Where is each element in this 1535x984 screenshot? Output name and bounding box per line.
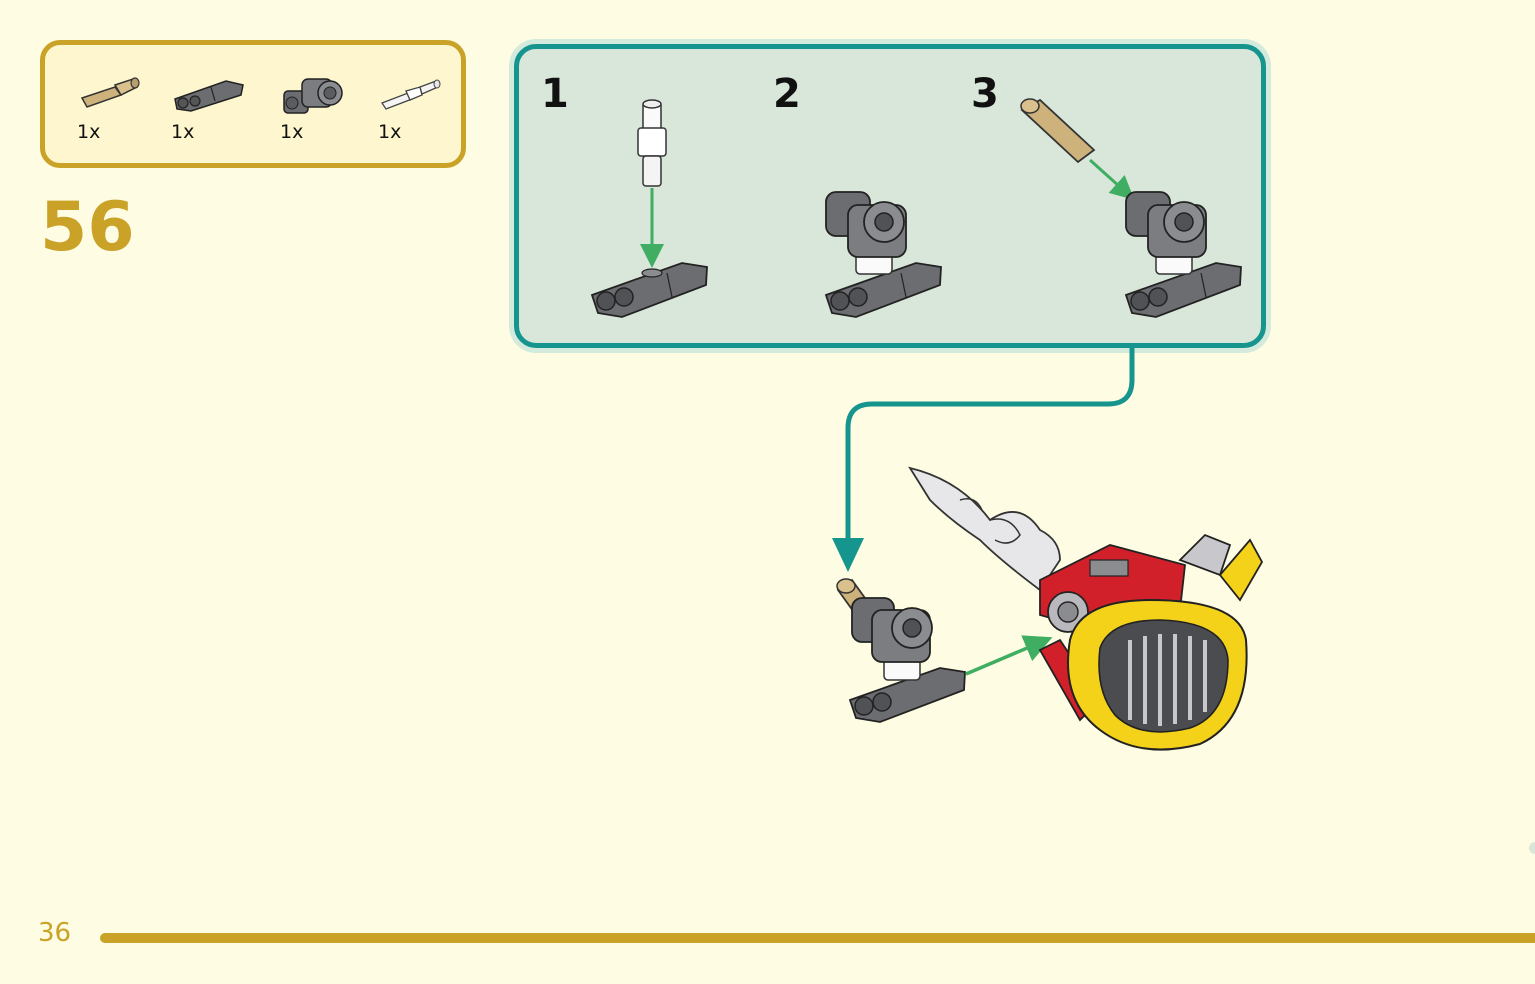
step-number: 56 (40, 188, 135, 267)
completed-subassembly (836, 578, 1053, 723)
tan-axle-connector-icon (80, 77, 140, 108)
part-quantity: 1x (378, 121, 402, 143)
callout-connector-line (845, 348, 1135, 540)
substep-1-illustration (590, 99, 708, 318)
page-progress-bar (100, 933, 1535, 943)
edge-marker (1529, 842, 1535, 854)
page-number: 36 (38, 918, 72, 948)
white-pin-icon (381, 79, 441, 110)
gray-pin-joint-icon (174, 80, 244, 112)
part-item: 1x (378, 73, 458, 153)
substep-number: 1 (541, 71, 569, 117)
substep-number: 3 (971, 71, 999, 117)
part-quantity: 1x (171, 121, 195, 143)
callout-connector-arrowhead (832, 538, 864, 572)
gray-cross-hub-icon (283, 78, 343, 114)
substep-2-illustration (824, 191, 942, 318)
main-model-head (908, 466, 1264, 751)
parts-list-box: 1x 1x 1x 1x (40, 40, 466, 168)
part-item: 1x (171, 73, 251, 153)
part-quantity: 1x (280, 121, 304, 143)
substep-3-illustration (1020, 98, 1242, 318)
part-quantity: 1x (77, 121, 101, 143)
part-item: 1x (280, 73, 360, 153)
part-item: 1x (77, 73, 157, 153)
substep-number: 2 (773, 71, 801, 117)
